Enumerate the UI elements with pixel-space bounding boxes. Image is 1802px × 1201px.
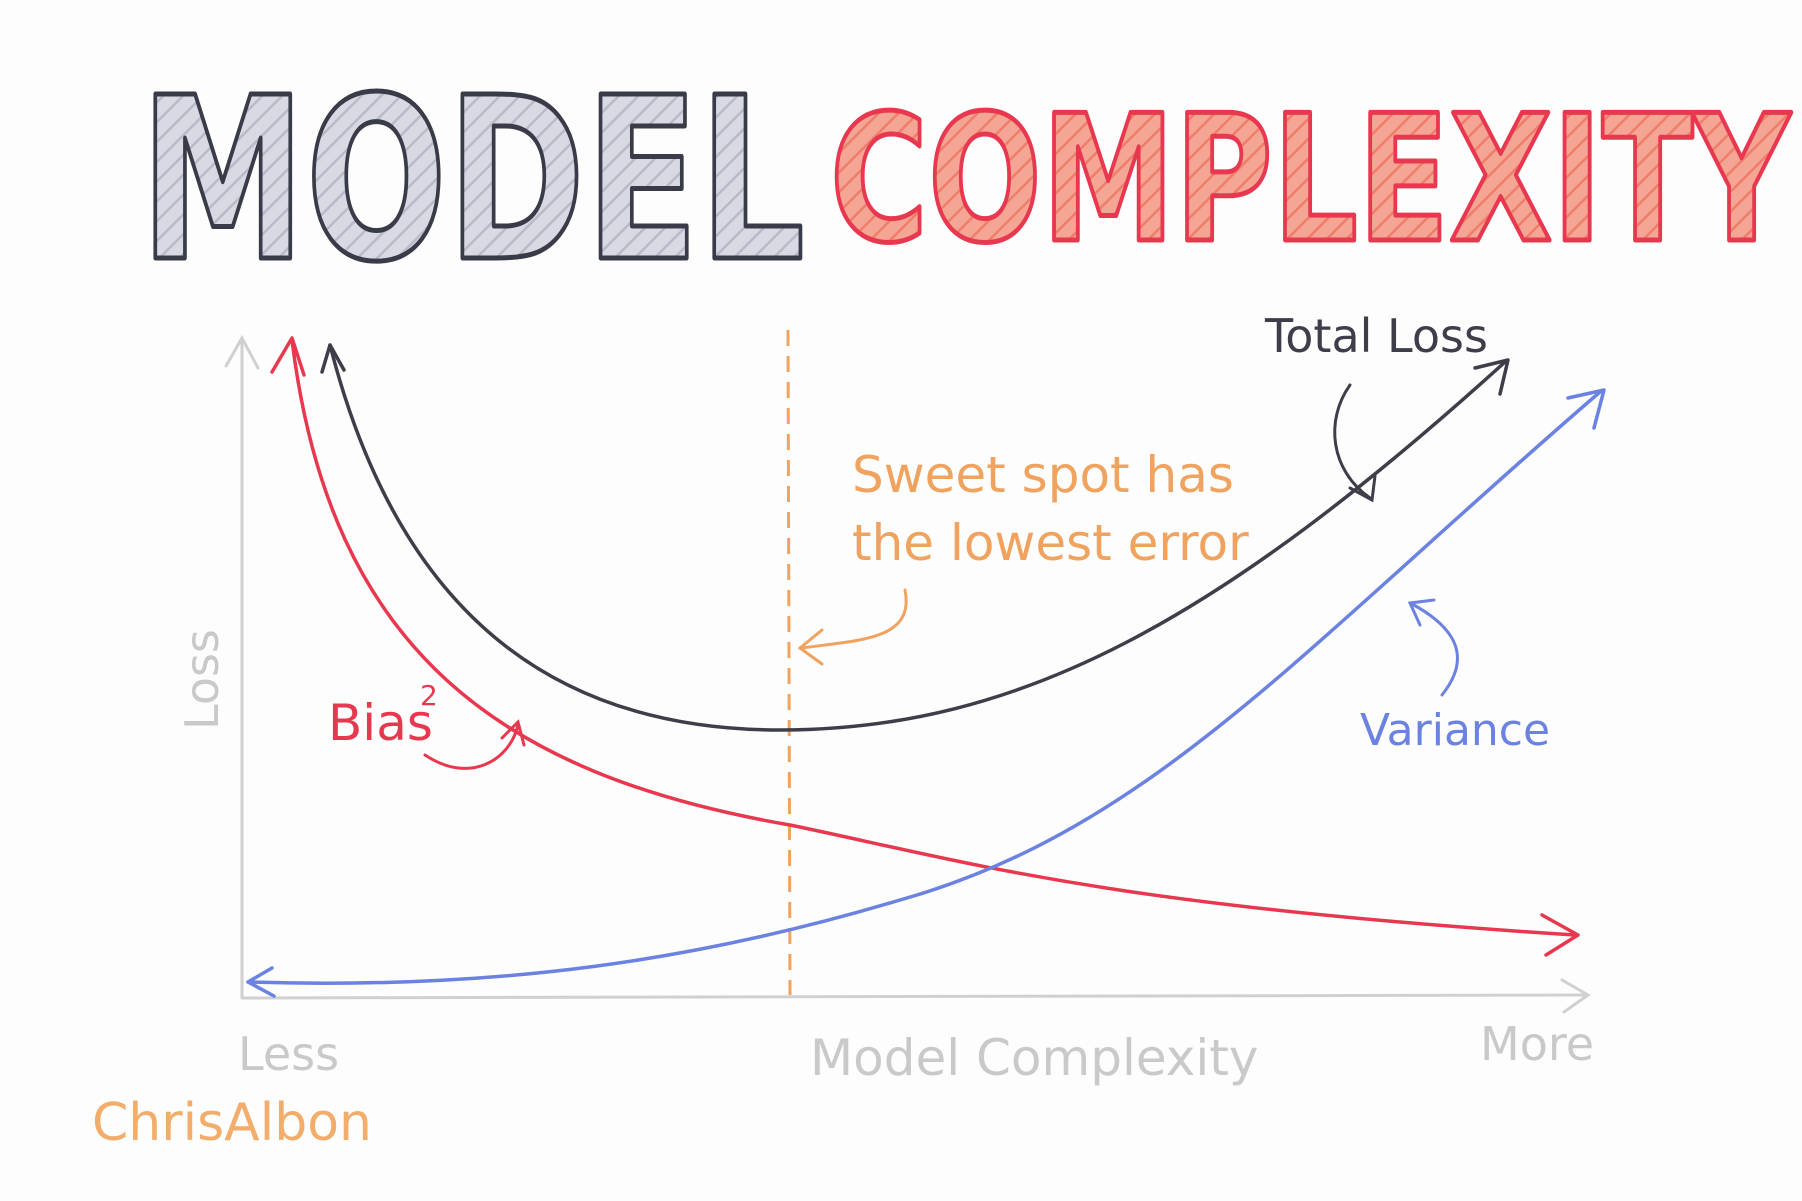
total-loss-pointer xyxy=(1333,383,1377,503)
y-axis-arrowhead xyxy=(224,334,260,370)
total-loss-arrowhead-right xyxy=(1473,358,1510,396)
signature: ChrisAlbon xyxy=(92,1093,372,1153)
title-complexity: COMPLEXITY xyxy=(830,79,1792,282)
x-axis-low-label: Less xyxy=(238,1027,339,1081)
x-axis xyxy=(240,993,1587,1000)
sweet-spot-annotation-line1: Sweet spot has xyxy=(852,446,1234,504)
sweet-spot-pointer xyxy=(797,588,908,666)
total-loss-arrowhead-top xyxy=(320,343,346,374)
bias-label: Bias xyxy=(328,694,433,752)
total-loss-label: Total Loss xyxy=(1264,309,1488,363)
x-axis-high-label: More xyxy=(1480,1017,1594,1071)
bias-superscript: 2 xyxy=(420,679,438,712)
sweet-spot-line xyxy=(786,329,792,996)
variance-pointer xyxy=(1407,598,1459,697)
variance-arrowhead-right xyxy=(1566,388,1606,430)
title-model: MODEL xyxy=(140,50,805,312)
bias-pointer xyxy=(423,719,526,770)
x-axis-arrowhead xyxy=(1560,978,1591,1014)
x-axis-label: Model Complexity xyxy=(810,1029,1258,1087)
total-loss-curve xyxy=(320,343,1510,732)
bias-arrowhead-right xyxy=(1540,913,1580,957)
bias-curve xyxy=(270,336,1580,957)
variance-curve xyxy=(246,388,1606,998)
bias-arrowhead-top xyxy=(270,336,306,377)
variance-label: Variance xyxy=(1360,705,1550,756)
axes xyxy=(224,334,1591,1014)
y-axis-label: Loss xyxy=(175,629,229,730)
variance-arrowhead-left xyxy=(246,966,276,998)
sweet-spot-annotation-line2: the lowest error xyxy=(852,514,1249,572)
